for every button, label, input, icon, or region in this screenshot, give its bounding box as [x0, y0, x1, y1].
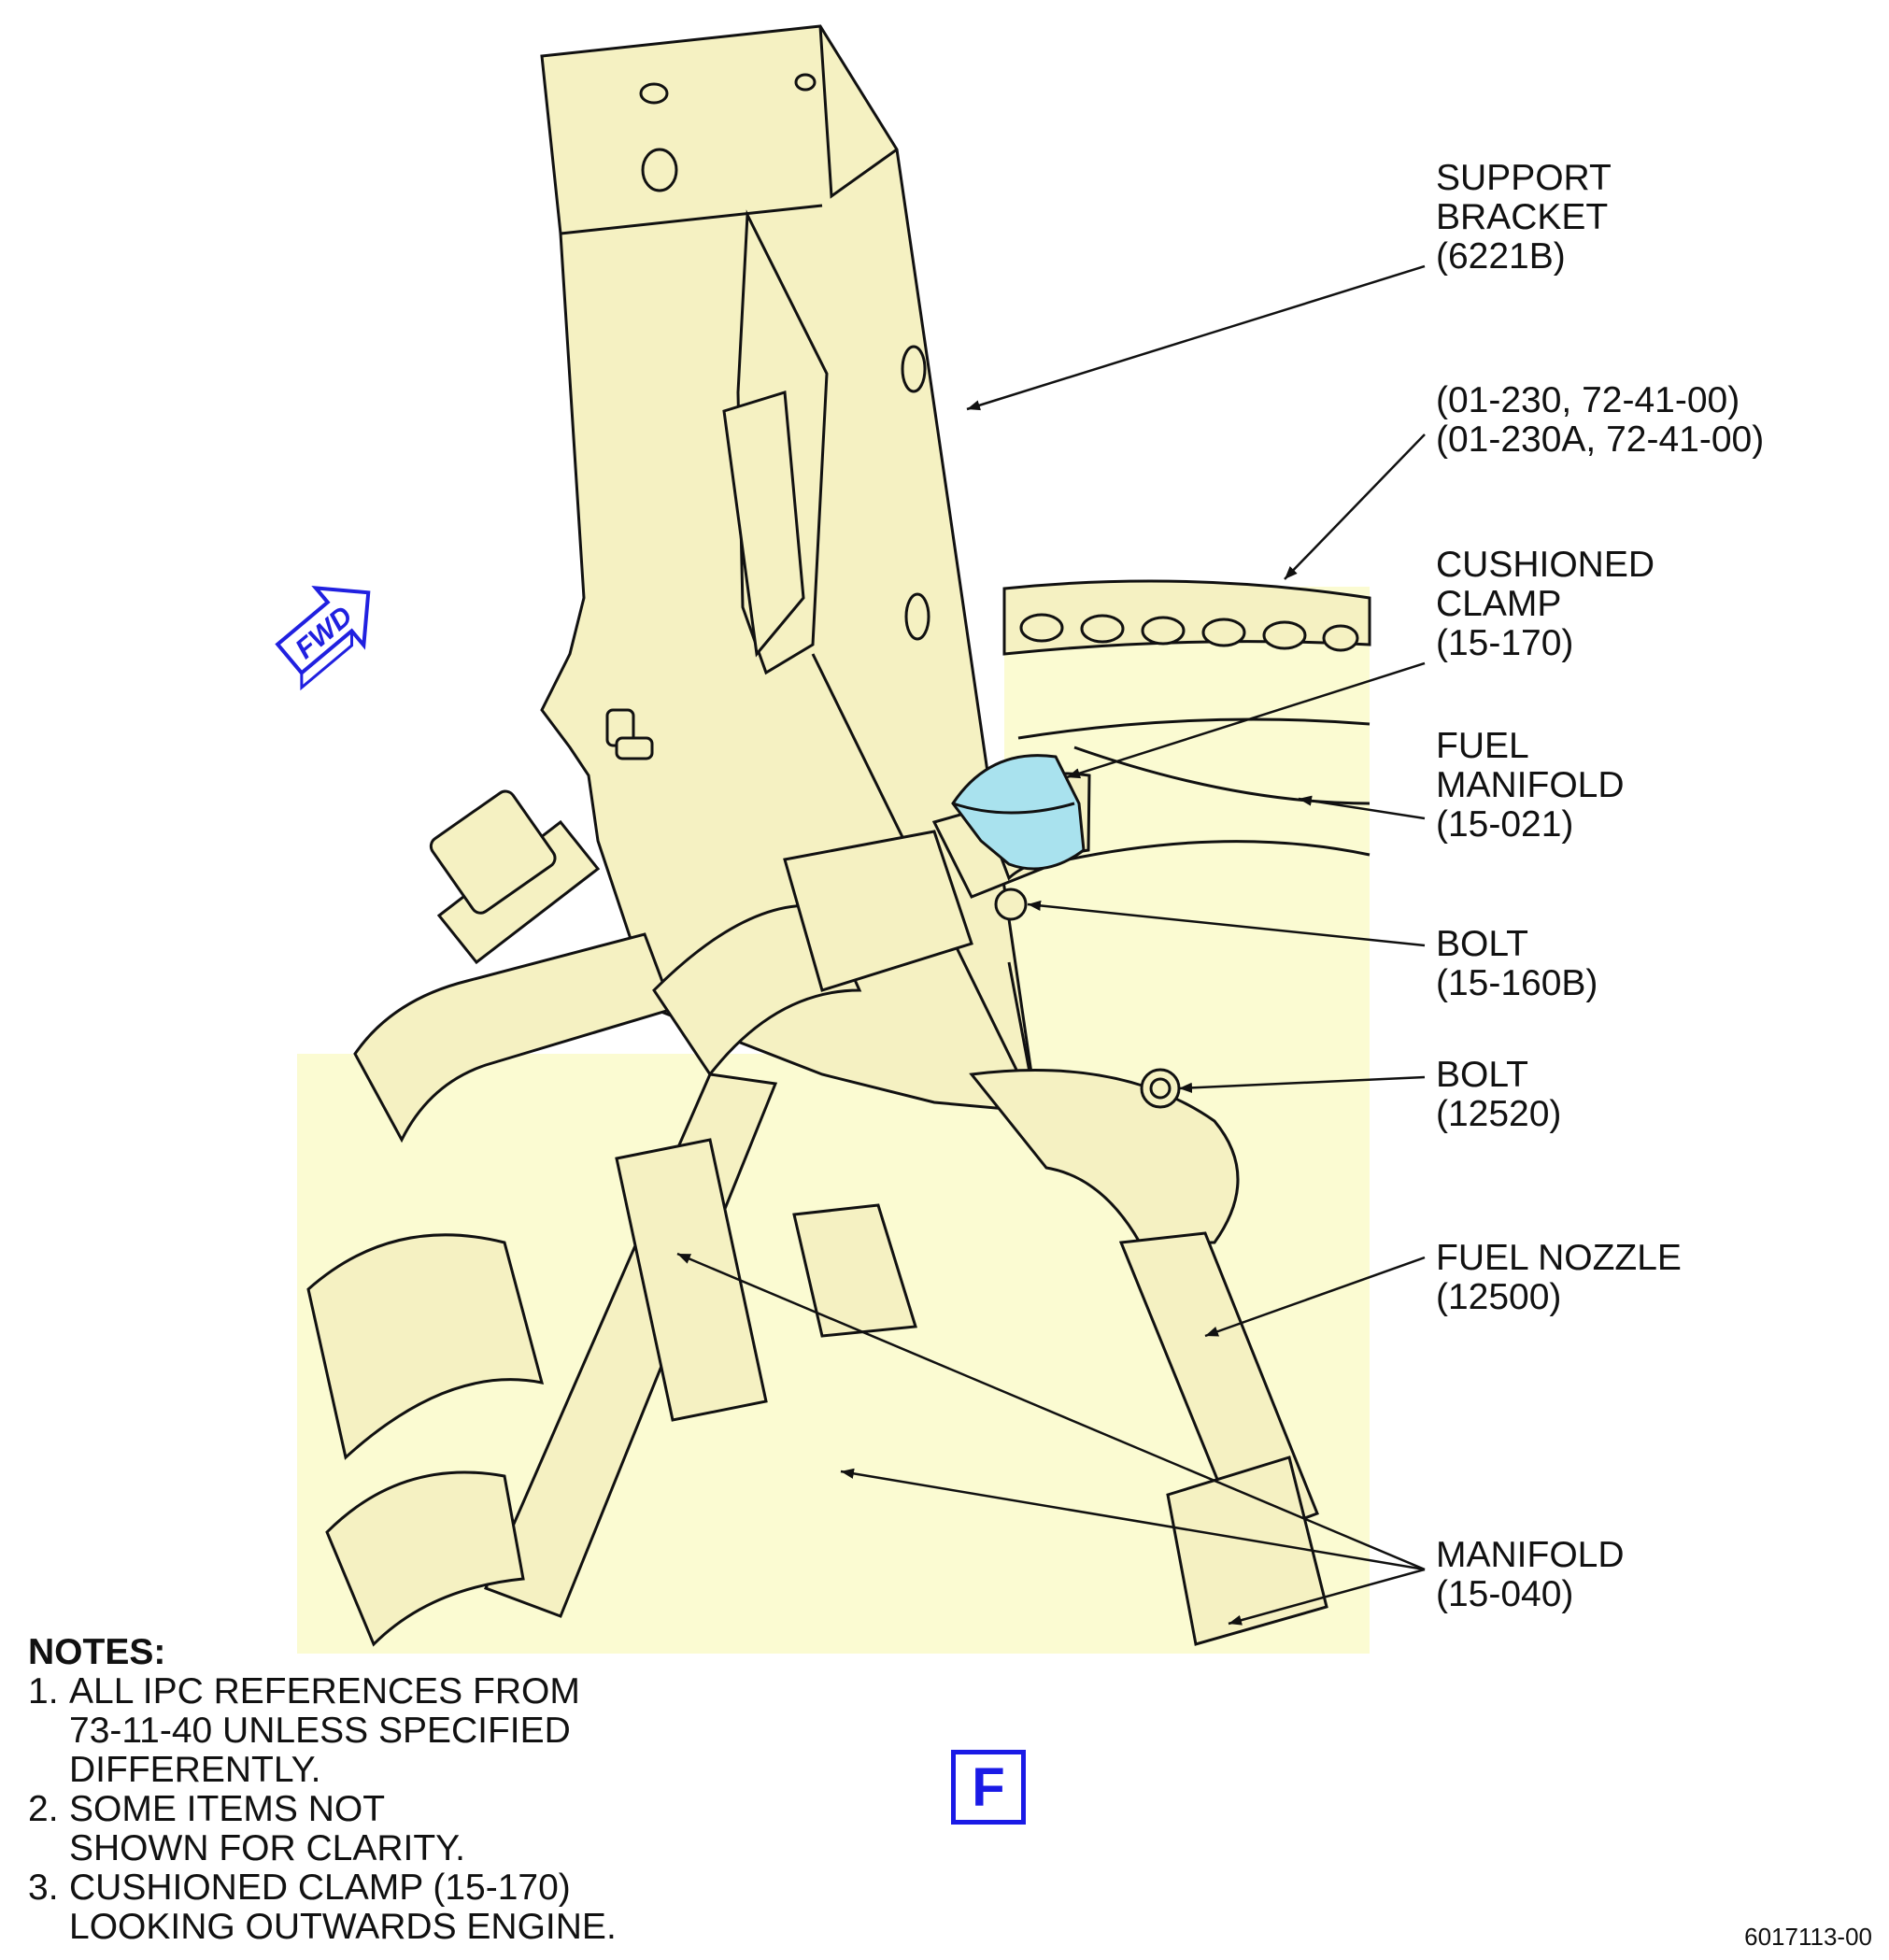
note-number: 3.: [28, 1868, 59, 1908]
notes-block: NOTES: 1. ALL IPC REFERENCES FROM 73-11-…: [28, 1633, 617, 1947]
note-number: 1.: [28, 1671, 59, 1711]
callout-cushioned-clamp: CUSHIONED CLAMP (15-170): [1436, 545, 1655, 663]
callout-manifold-15-040: MANIFOLD (15-040): [1436, 1535, 1625, 1614]
callout-fuel-manifold: FUEL MANIFOLD (15-021): [1436, 726, 1625, 845]
combustion-case: [1002, 579, 1371, 871]
fuel-manifold-tubes: [306, 772, 1328, 1647]
leader-bolt-12520: [1178, 1075, 1426, 1093]
note-item: 2. SOME ITEMS NOT SHOWN FOR CLARITY.: [28, 1790, 617, 1868]
notes-heading: NOTES:: [28, 1632, 166, 1672]
note-text: SOME ITEMS NOT SHOWN FOR CLARITY.: [69, 1789, 465, 1868]
view-label: F: [951, 1750, 1026, 1825]
bolt-12520-shape: [1140, 1068, 1181, 1109]
cushioned-clamp-shape: [951, 754, 1086, 921]
note-number: 2.: [28, 1789, 59, 1829]
note-item: 1. ALL IPC REFERENCES FROM 73-11-40 UNLE…: [28, 1672, 617, 1790]
leader-manifold-3: [1228, 1568, 1426, 1626]
leader-bolt-15-160b: [1027, 900, 1426, 947]
callout-support-bracket: SUPPORT BRACKET (6221B): [1436, 158, 1612, 277]
callout-bolt-15-160b: BOLT (15-160B): [1436, 924, 1598, 1003]
note-text: CUSHIONED CLAMP (15-170) LOOKING OUTWARD…: [69, 1868, 617, 1947]
leader-support-bracket: [966, 264, 1426, 411]
callout-ref-72-41-00: (01-230, 72-41-00) (01-230A, 72-41-00): [1436, 380, 1765, 460]
case-background: [1004, 587, 1370, 1065]
callout-bolt-12520: BOLT (12520): [1436, 1055, 1562, 1134]
note-text: ALL IPC REFERENCES FROM 73-11-40 UNLESS …: [69, 1671, 580, 1790]
leader-lines: [676, 264, 1426, 1626]
leader-ref-72-41-00: [1284, 433, 1426, 580]
leader-fuel-nozzle: [1204, 1256, 1426, 1338]
leader-manifold-2: [840, 1468, 1426, 1571]
callout-fuel-nozzle: FUEL NOZZLE (12500): [1436, 1238, 1682, 1317]
fwd-arrow: FWD: [275, 585, 371, 691]
drawing-number: 6017113-00: [1744, 1923, 1872, 1951]
leader-cushioned-clamp: [1066, 661, 1426, 779]
leader-fuel-manifold: [1298, 795, 1426, 820]
note-item: 3. CUSHIONED CLAMP (15-170) LOOKING OUTW…: [28, 1868, 617, 1947]
leader-manifold-1: [676, 1252, 1426, 1571]
